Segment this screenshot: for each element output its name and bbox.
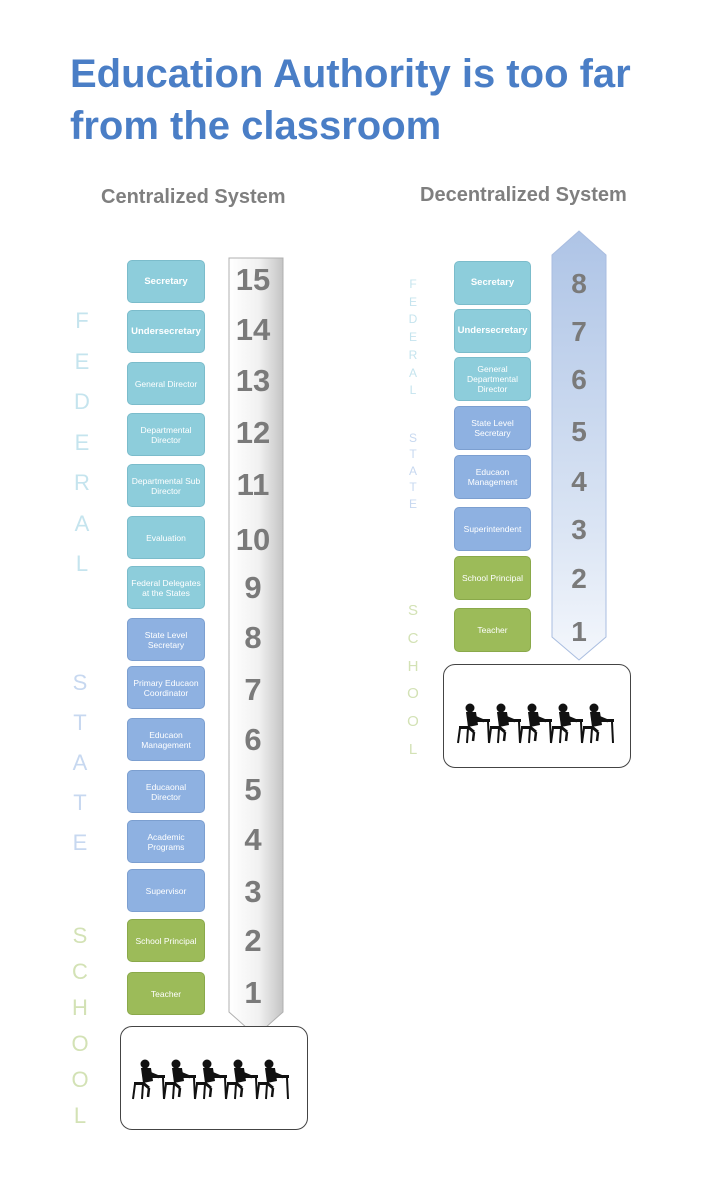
decentralized-level-box: General Departmental Director <box>454 357 531 401</box>
decentralized-level-box: State Level Secretary <box>454 406 531 450</box>
decentralized-level-box: Undersecretary <box>454 309 531 353</box>
centralized-level-box: Educaon Management <box>127 718 205 761</box>
centralized-level-number: 2 <box>231 923 275 959</box>
decentralized-level-box: Secretary <box>454 261 531 305</box>
student-desk-icon <box>257 1060 289 1100</box>
centralized-level-box: Primary Educaon Coordinator <box>127 666 205 709</box>
centralized-level-box: General Director <box>127 362 205 405</box>
decentralized-level-box: Superintendent <box>454 507 531 551</box>
centralized-level-number: 7 <box>231 672 275 708</box>
centralized-level-number: 4 <box>231 822 275 858</box>
decentralized-level-number: 1 <box>557 614 601 650</box>
centralized-level-number: 9 <box>231 570 275 606</box>
centralized-level-box: Federal Delegates at the States <box>127 566 205 609</box>
student-desk-icon <box>195 1060 227 1100</box>
centralized-level-box: Undersecretary <box>127 310 205 353</box>
centralized-level-box: Evaluation <box>127 516 205 559</box>
student-desk-icon <box>133 1060 165 1100</box>
student-desk-icon <box>164 1060 196 1100</box>
student-desk-icon <box>551 704 583 744</box>
students-icon <box>131 1057 299 1101</box>
centralized-level-box: School Principal <box>127 919 205 962</box>
decentralized-level-number: 3 <box>557 512 601 548</box>
centralized-level-number: 13 <box>231 363 275 399</box>
decentralized-classroom <box>443 664 631 768</box>
student-desk-icon <box>458 704 490 744</box>
centralized-classroom <box>120 1026 308 1130</box>
decentralized-level-box: Educaon Management <box>454 455 531 499</box>
centralized-level-number: 8 <box>231 620 275 656</box>
decentralized-level-number: 4 <box>557 464 601 500</box>
centralized-level-number: 3 <box>231 874 275 910</box>
centralized-level-box: Teacher <box>127 972 205 1015</box>
centralized-level-number: 10 <box>231 522 275 558</box>
decentralized-level-box: School Principal <box>454 556 531 600</box>
centralized-level-box: Supervisor <box>127 869 205 912</box>
centralized-level-number: 11 <box>231 467 275 503</box>
decentralized-level-number: 8 <box>557 266 601 302</box>
centralized-level-number: 1 <box>231 975 275 1011</box>
student-desk-icon <box>226 1060 258 1100</box>
centralized-level-box: Departmental Director <box>127 413 205 456</box>
centralized-level-box: Departmental Sub Director <box>127 464 205 507</box>
centralized-level-number: 14 <box>231 312 275 348</box>
decentralized-level-number: 6 <box>557 362 601 398</box>
student-desk-icon <box>582 704 614 744</box>
centralized-level-box: Educaonal Director <box>127 770 205 813</box>
decentralized-level-number: 2 <box>557 561 601 597</box>
centralized-level-box: State Level Secretary <box>127 618 205 661</box>
student-desk-icon <box>489 704 521 744</box>
centralized-level-number: 6 <box>231 722 275 758</box>
decentralized-level-number: 7 <box>557 314 601 350</box>
centralized-level-number: 5 <box>231 772 275 808</box>
centralized-level-number: 12 <box>231 415 275 451</box>
decentralized-level-number: 5 <box>557 414 601 450</box>
decentralized-level-box: Teacher <box>454 608 531 652</box>
centralized-level-box: Secretary <box>127 260 205 303</box>
centralized-level-number: 15 <box>231 262 275 298</box>
student-desk-icon <box>520 704 552 744</box>
centralized-level-box: Academic Programs <box>127 820 205 863</box>
students-icon <box>456 701 624 745</box>
